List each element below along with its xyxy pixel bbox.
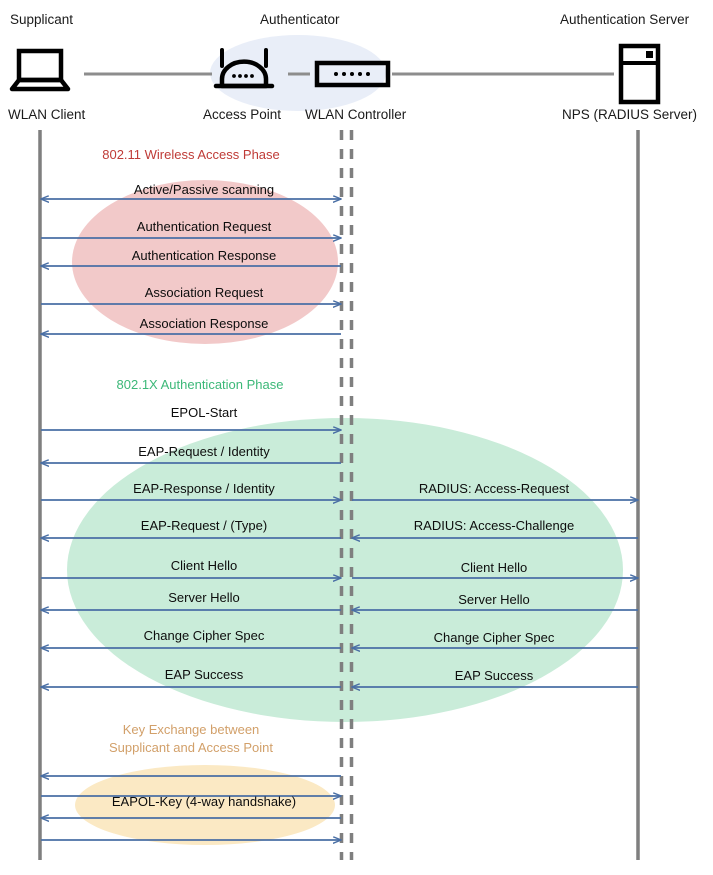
message-label-m1: Active/Passive scanning <box>133 182 275 197</box>
message-label-m22: EAPOL-Key (4-way handshake) <box>111 794 297 809</box>
access-point-icon <box>213 48 275 89</box>
phase-label-dot1x-authentication: 802.1X Authentication Phase <box>116 377 284 392</box>
message-label-m13: Client Hello <box>460 560 528 575</box>
node-label-wlan-controller: WLAN Controller <box>305 107 407 122</box>
message-label-m7: EAP-Request / Identity <box>138 444 270 459</box>
message-label-m12: Client Hello <box>170 558 238 573</box>
message-label-m14: Server Hello <box>168 590 240 605</box>
node-label-wlan-client: WLAN Client <box>8 107 86 122</box>
message-label-m3: Authentication Response <box>131 248 277 263</box>
role-title-authenticator: Authenticator <box>260 12 340 27</box>
phase-label-wireless-access: 802.11 Wireless Access Phase <box>102 147 280 162</box>
wlan-controller-icon <box>314 60 391 88</box>
phase-label-key-exchange: Key Exchange between Supplicant and Acce… <box>109 721 273 757</box>
phase-ellipse-wireless-access <box>72 180 338 344</box>
server-icon <box>618 43 661 105</box>
message-label-m11: RADIUS: Access-Challenge <box>413 518 575 533</box>
message-label-m4: Association Request <box>144 285 264 300</box>
message-label-m19: EAP Success <box>454 668 534 683</box>
message-label-m5: Association Response <box>139 316 269 331</box>
message-label-m15: Server Hello <box>458 592 530 607</box>
role-title-auth-server: Authentication Server <box>560 12 690 27</box>
message-label-m16: Change Cipher Spec <box>143 628 265 643</box>
node-label-radius-server: NPS (RADIUS Server) <box>562 107 698 122</box>
phase-ellipse-dot1x-authentication <box>67 418 623 722</box>
phase-label-key-exchange-line1: Key Exchange between <box>122 722 260 737</box>
role-title-supplicant: Supplicant <box>10 12 74 27</box>
message-label-m10: EAP-Request / (Type) <box>140 518 268 533</box>
message-label-m17: Change Cipher Spec <box>433 630 555 645</box>
phase-label-key-exchange-line2: Supplicant and Access Point <box>108 740 274 755</box>
message-label-m18: EAP Success <box>164 667 244 682</box>
laptop-icon <box>9 48 71 92</box>
message-label-m2: Authentication Request <box>136 219 272 234</box>
phase-ellipse-key-exchange <box>75 765 335 845</box>
message-label-m6: EPOL-Start <box>170 405 238 420</box>
node-label-access-point: Access Point <box>203 107 282 122</box>
message-label-m9: RADIUS: Access-Request <box>418 481 570 496</box>
message-label-m8: EAP-Response / Identity <box>133 481 275 496</box>
